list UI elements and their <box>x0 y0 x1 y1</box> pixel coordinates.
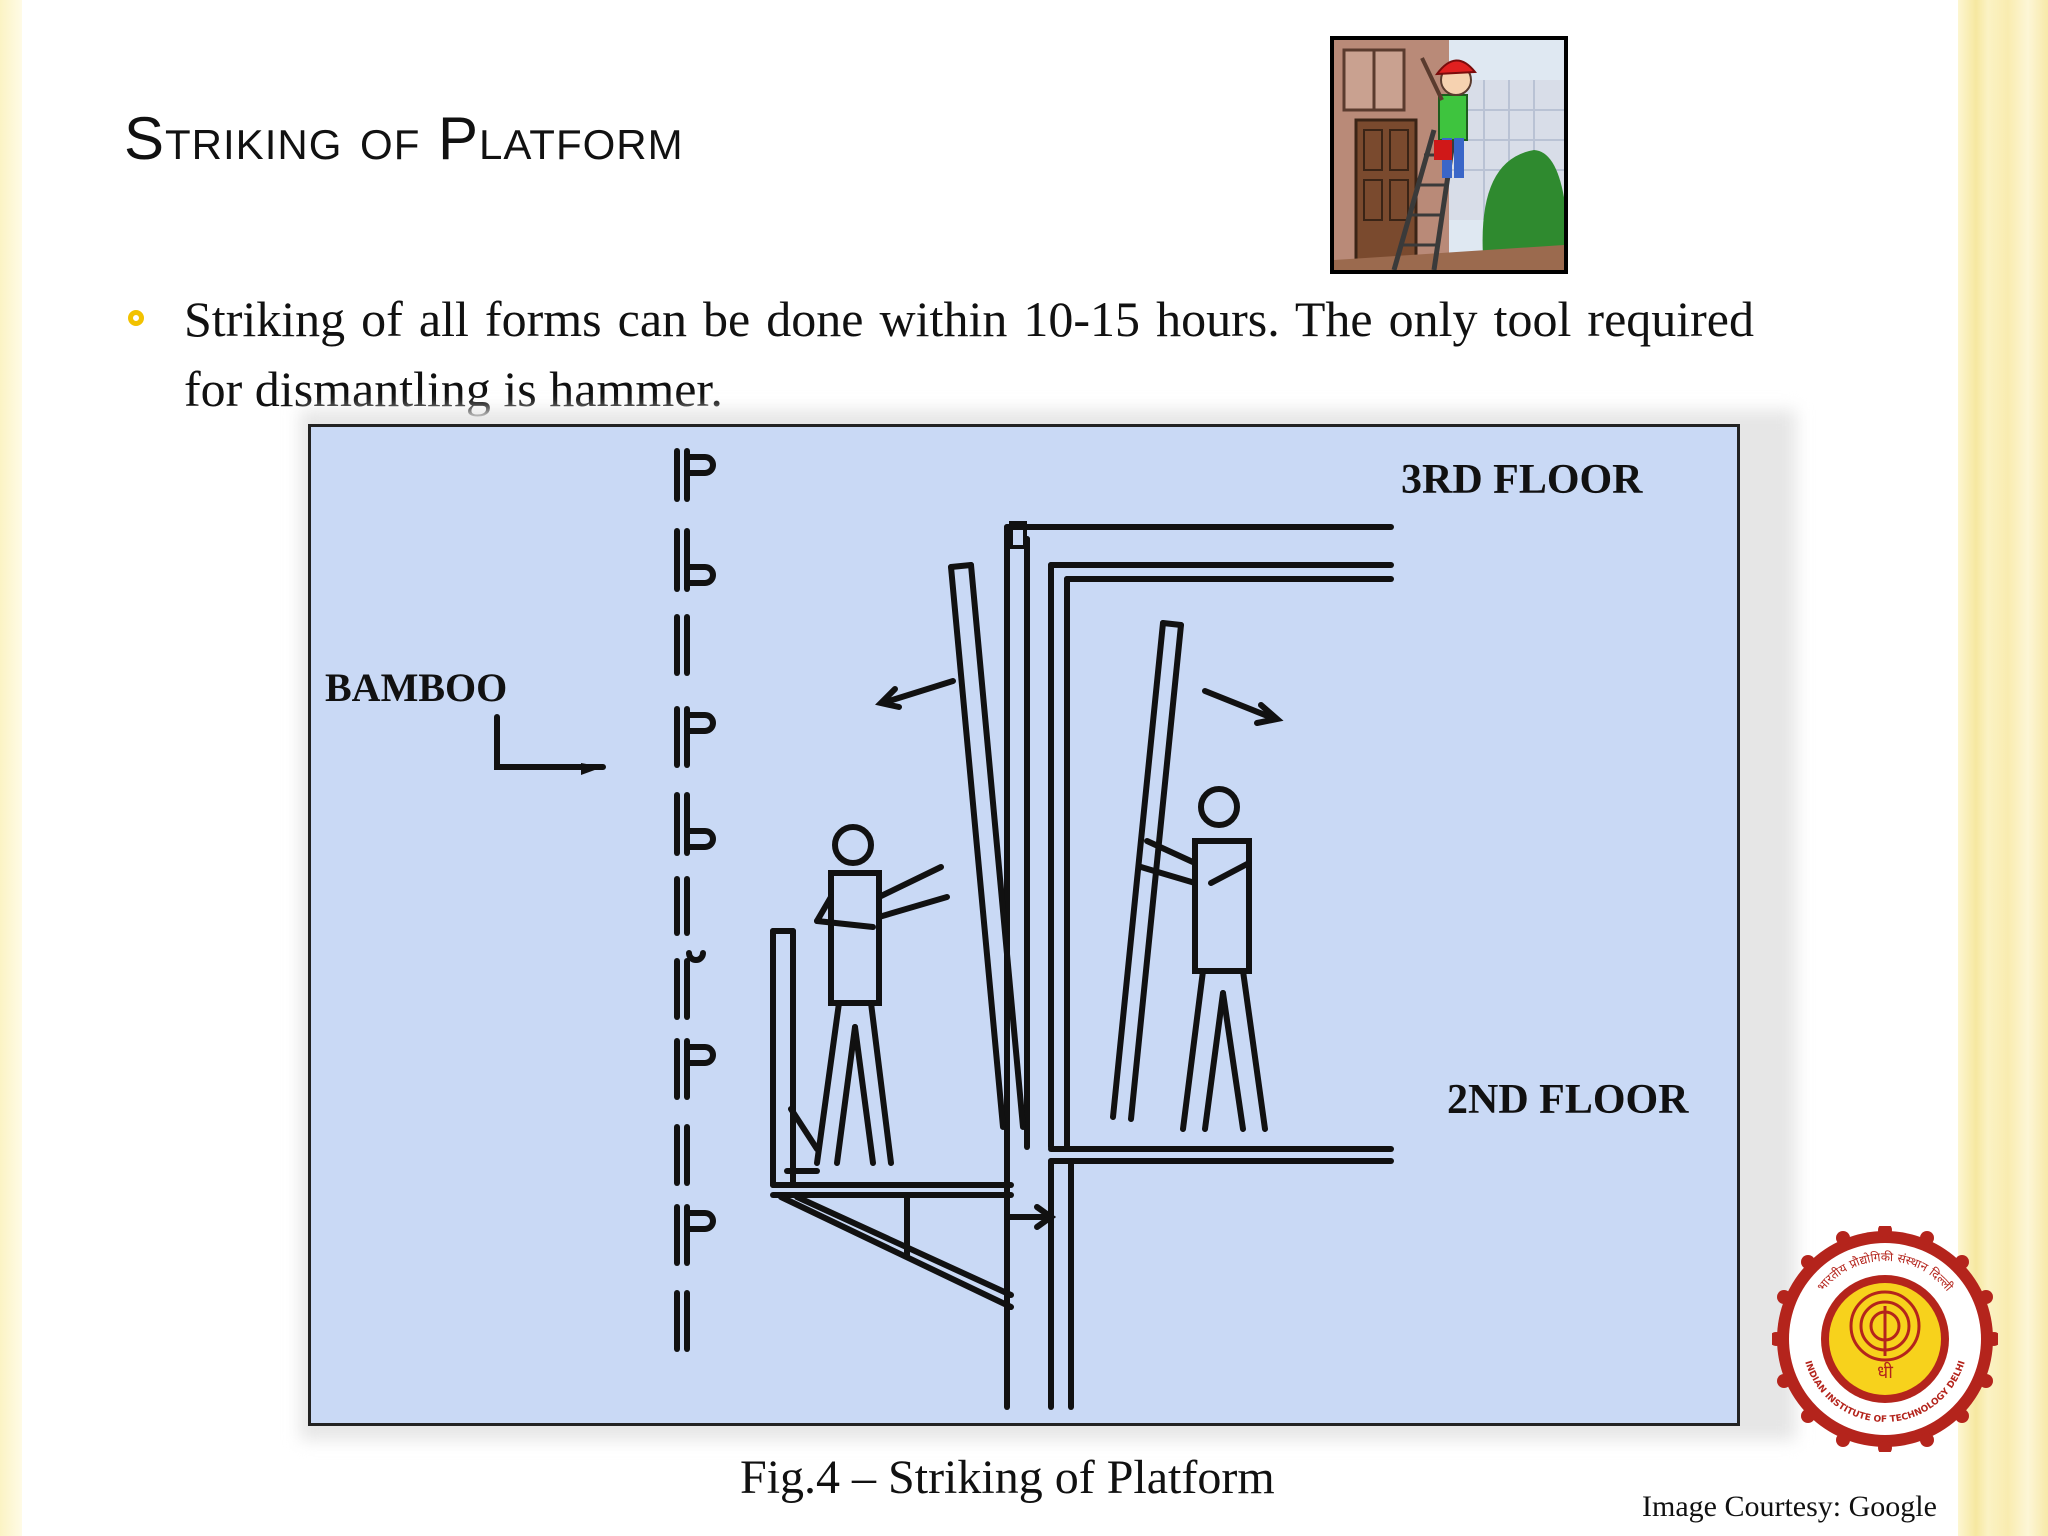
bullet-text: Striking of all forms can be done within… <box>184 291 1754 417</box>
figure-caption: Fig.4 – Striking of Platform <box>740 1451 1275 1504</box>
image-courtesy: Image Courtesy: Google <box>1642 1490 1937 1523</box>
iit-delhi-logo-icon: धी भारतीय प्रौद्योगिकी संस्थान दिल्ली IN… <box>1769 1223 2001 1455</box>
left-decorative-border <box>0 0 22 1536</box>
bullet-icon <box>128 310 144 326</box>
figure-striking-of-platform: 3RD FLOOR 2ND FLOOR BAMBOO <box>308 424 1740 1426</box>
label-bamboo: BAMBOO <box>325 665 507 710</box>
logo-center-text: धी <box>1877 1361 1893 1383</box>
label-second-floor: 2ND FLOOR <box>1447 1077 1689 1123</box>
slide-title: Striking of Platform <box>124 105 684 172</box>
figure-drawing: 3RD FLOOR 2ND FLOOR BAMBOO <box>325 448 1689 1410</box>
painter-on-ladder-icon <box>1330 36 1568 274</box>
label-third-floor: 3RD FLOOR <box>1401 457 1643 503</box>
bamboo-arrow-head <box>581 763 603 775</box>
